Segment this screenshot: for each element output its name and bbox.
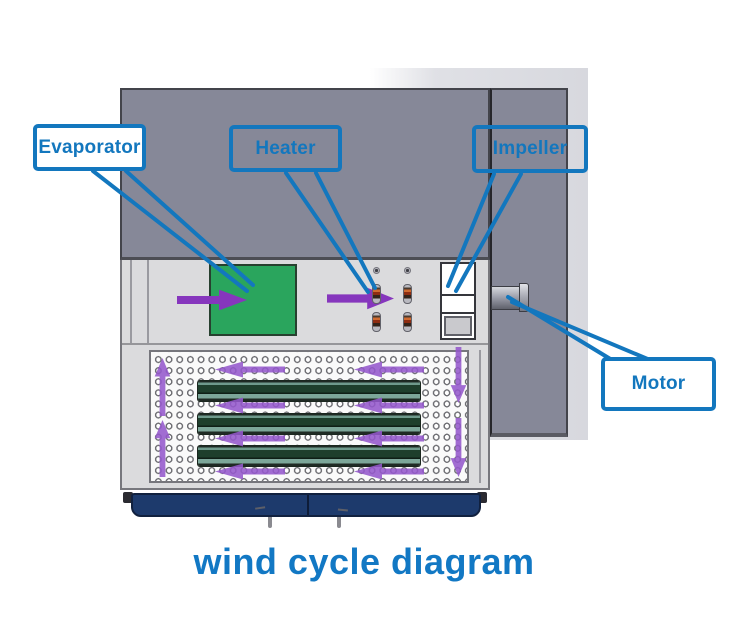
label-evaporator: Evaporator bbox=[33, 124, 146, 171]
label-motor-text: Motor bbox=[631, 373, 686, 394]
label-motor: Motor bbox=[601, 357, 716, 411]
shelf bbox=[198, 414, 420, 434]
machine-foot bbox=[477, 492, 487, 503]
shelf bbox=[198, 381, 420, 401]
label-impeller: Impeller bbox=[472, 125, 588, 173]
drain-leg bbox=[268, 517, 272, 528]
impeller-housing-divider bbox=[442, 294, 474, 296]
latch-mark bbox=[337, 506, 349, 512]
label-heater: Heater bbox=[229, 125, 342, 172]
test-chamber bbox=[122, 345, 488, 488]
heater-rod bbox=[372, 312, 381, 332]
latch-mark bbox=[254, 504, 266, 510]
drain-leg bbox=[337, 517, 341, 528]
heater-rod bbox=[403, 312, 412, 332]
machine-lower-body bbox=[120, 260, 490, 490]
impeller-housing-divider bbox=[442, 312, 474, 314]
machine-base bbox=[131, 493, 481, 517]
machine-foot bbox=[123, 492, 133, 503]
impeller-housing bbox=[440, 262, 476, 340]
impeller-housing-block bbox=[444, 316, 472, 336]
motor-end-cap bbox=[519, 283, 529, 312]
heater-rod bbox=[372, 284, 381, 304]
screw-icon bbox=[373, 267, 380, 274]
duct-wall-line bbox=[130, 260, 132, 343]
diagram-title: wind cycle diagram bbox=[193, 541, 535, 582]
motor-cylinder bbox=[491, 286, 520, 310]
duct-wall-line bbox=[147, 260, 149, 343]
label-heater-text: Heater bbox=[255, 137, 316, 159]
label-evaporator-text: Evaporator bbox=[38, 136, 141, 158]
screw-icon bbox=[404, 267, 411, 274]
machine-top-panel bbox=[120, 88, 490, 260]
label-impeller-text: Impeller bbox=[492, 138, 568, 159]
heater-rod bbox=[403, 284, 412, 304]
air-duct bbox=[122, 260, 488, 345]
shelf bbox=[198, 446, 420, 466]
airflow-arrow-right-icon bbox=[327, 287, 394, 310]
base-divider bbox=[307, 495, 309, 515]
chamber-wall-line bbox=[479, 350, 481, 483]
